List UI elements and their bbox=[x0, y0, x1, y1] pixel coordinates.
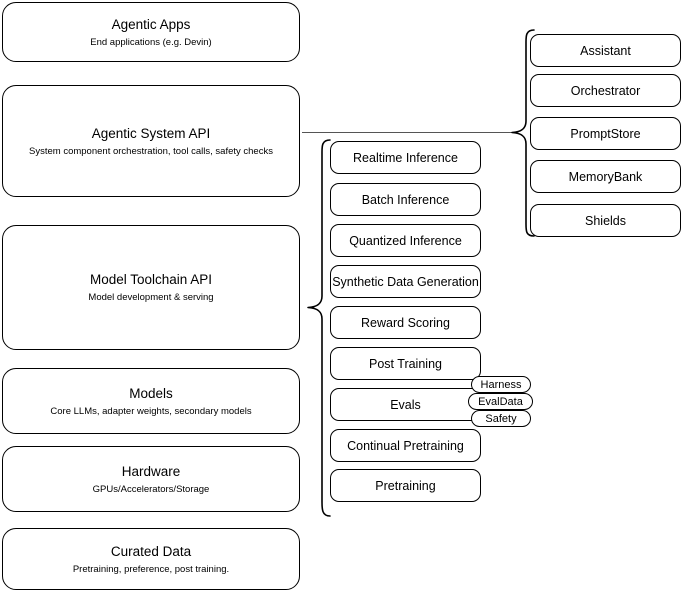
agentic-item-shields[interactable]: Shields bbox=[530, 204, 681, 237]
chip-label: Shields bbox=[585, 213, 626, 228]
chip-label: Orchestrator bbox=[570, 83, 641, 98]
toolchain-item-synthetic-data-generation[interactable]: Synthetic Data Generation bbox=[330, 265, 481, 298]
chip-label: PromptStore bbox=[570, 126, 641, 141]
layer-subtitle: Model development & serving bbox=[88, 292, 214, 303]
chip-label: Post Training bbox=[369, 356, 442, 371]
toolchain-item-quantized-inference[interactable]: Quantized Inference bbox=[330, 224, 481, 257]
chip-label: MemoryBank bbox=[568, 169, 643, 184]
chip-label: Reward Scoring bbox=[361, 315, 450, 330]
layer-title: Agentic System API bbox=[91, 125, 211, 141]
eval-pill-evaldata[interactable]: EvalData bbox=[468, 393, 533, 410]
chip-label: Evals bbox=[390, 397, 421, 412]
layer-title: Models bbox=[129, 385, 173, 401]
layer-title: Agentic Apps bbox=[111, 16, 191, 32]
pill-label: Harness bbox=[480, 378, 522, 391]
toolchain-item-continual-pretraining[interactable]: Continual Pretraining bbox=[330, 429, 481, 462]
layer-subtitle: GPUs/Accelerators/Storage bbox=[92, 483, 210, 495]
layer-hardware[interactable]: Hardware GPUs/Accelerators/Storage bbox=[2, 446, 300, 512]
layer-title: Hardware bbox=[121, 463, 181, 479]
layer-agentic-system-api[interactable]: Agentic System API System component orch… bbox=[2, 85, 300, 197]
pill-label: Safety bbox=[485, 412, 517, 425]
eval-pill-safety[interactable]: Safety bbox=[471, 410, 531, 427]
layer-agentic-apps[interactable]: Agentic Apps End applications (e.g. Devi… bbox=[2, 2, 300, 62]
chip-label: Batch Inference bbox=[361, 192, 450, 207]
pill-label: EvalData bbox=[478, 395, 523, 408]
chip-label: Assistant bbox=[580, 43, 631, 58]
layer-model-toolchain-api[interactable]: Model Toolchain API Model development & … bbox=[2, 225, 300, 350]
chip-label: Synthetic Data Generation bbox=[332, 274, 479, 289]
toolchain-item-evals[interactable]: Evals bbox=[330, 388, 481, 421]
agentic-item-assistant[interactable]: Assistant bbox=[530, 34, 681, 67]
layer-subtitle: End applications (e.g. Devin) bbox=[90, 36, 212, 48]
layer-subtitle: Pretraining, preference, post training. bbox=[72, 563, 230, 575]
layer-subtitle: System component orchestration, tool cal… bbox=[29, 145, 273, 157]
connector-agentic-system-to-components bbox=[302, 132, 514, 133]
toolchain-item-batch-inference[interactable]: Batch Inference bbox=[330, 183, 481, 216]
chip-label: Realtime Inference bbox=[353, 150, 458, 165]
layer-subtitle: Core LLMs, adapter weights, secondary mo… bbox=[50, 405, 252, 417]
chip-label: Pretraining bbox=[375, 478, 436, 493]
toolchain-item-reward-scoring[interactable]: Reward Scoring bbox=[330, 306, 481, 339]
eval-pill-harness[interactable]: Harness bbox=[471, 376, 531, 393]
agentic-item-promptstore[interactable]: PromptStore bbox=[530, 117, 681, 150]
chip-label: Quantized Inference bbox=[349, 233, 462, 248]
agentic-item-orchestrator[interactable]: Orchestrator bbox=[530, 74, 681, 107]
layer-title: Model Toolchain API bbox=[89, 272, 213, 287]
toolchain-item-realtime-inference[interactable]: Realtime Inference bbox=[330, 141, 481, 174]
layer-title: Curated Data bbox=[110, 543, 192, 559]
layer-curated-data[interactable]: Curated Data Pretraining, preference, po… bbox=[2, 528, 300, 590]
chip-label: Continual Pretraining bbox=[347, 438, 464, 453]
agentic-item-memorybank[interactable]: MemoryBank bbox=[530, 160, 681, 193]
toolchain-item-post-training[interactable]: Post Training bbox=[330, 347, 481, 380]
layer-models[interactable]: Models Core LLMs, adapter weights, secon… bbox=[2, 368, 300, 434]
toolchain-item-pretraining[interactable]: Pretraining bbox=[330, 469, 481, 502]
brace-model-toolchain bbox=[306, 138, 332, 518]
